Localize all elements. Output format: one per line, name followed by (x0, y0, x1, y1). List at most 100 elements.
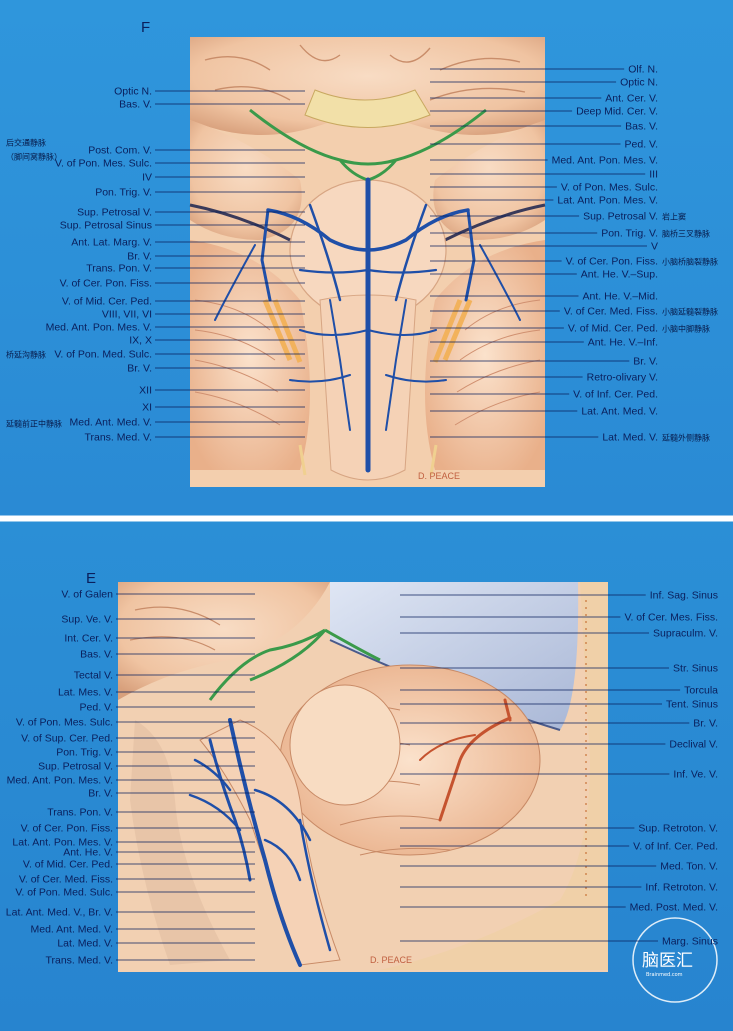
panel-f-left-label: VIII, VII, VI (102, 309, 152, 321)
panel-e-left-label: Med. Ant. Pon. Mes. V. (7, 775, 113, 787)
panel-e-right-label: V. of Cer. Mes. Fiss. (624, 612, 718, 624)
panel-f-right-label: Sup. Petrosal V. (583, 211, 658, 223)
panel-e-left-label: V. of Pon. Med. Sulc. (15, 887, 113, 899)
panel-f-cn-left-label: 后交通静脉 (6, 138, 46, 148)
panel-f-cn-left-label: （脚间窝静脉） (6, 152, 62, 162)
panel-e-left-label: V. of Mid. Cer. Ped. (23, 859, 113, 871)
panel-e-left-label: V. of Cer. Med. Fiss. (19, 874, 113, 886)
panel-e-right-label: Declival V. (669, 739, 718, 751)
panel-e-left-label: Bas. V. (80, 649, 113, 661)
panel-f-right-label: Ant. He. V.–Sup. (581, 269, 658, 281)
panel-e-right-label: Br. V. (693, 718, 718, 730)
panel-f-left-label: Bas. V. (119, 99, 152, 111)
panel-f-letter: F (141, 19, 150, 36)
panel-e-left-label: Tectal V. (74, 670, 113, 682)
frontal-lobes (190, 37, 545, 135)
panel-f-left-label: Br. V. (127, 363, 152, 375)
panel-f-left-label: Br. V. (127, 251, 152, 263)
panel-f-right-label: Ped. V. (625, 139, 658, 151)
panel-e-left-label: Ped. V. (80, 702, 113, 714)
panel-e-right-label: Supraculm. V. (653, 628, 718, 640)
panel-f-cn-right-label: 小脑延髓裂静脉 (662, 307, 718, 317)
panel-f-right-label: Bas. V. (625, 121, 658, 133)
panel-e-left-label: Trans. Pon. V. (47, 807, 113, 819)
panel-f-left-labels: Optic N.Bas. V.Post. Com. V.V. of Pon. M… (46, 86, 305, 444)
panel-f-right-label: Ant. He. V.–Mid. (583, 291, 658, 303)
panel-e-left-label: Lat. Ant. Pon. Mes. V. (12, 837, 113, 849)
panel-f-left-label: Post. Com. V. (88, 145, 152, 157)
panel-e-right-label: Inf. Retroton. V. (645, 882, 718, 894)
panel-f-right-label: Optic N. (620, 77, 658, 89)
panel-f-right-label: Deep Mid. Cer. V. (576, 106, 658, 118)
panel-f-left-label: XI (142, 402, 152, 414)
panel-e-left-label: V. of Galen (61, 589, 113, 601)
panel-e-left-label: V. of Pon. Mes. Sulc. (16, 717, 113, 729)
panel-e-left-label: Lat. Mes. V. (58, 687, 113, 699)
panel-f-left-label: Sup. Petrosal Sinus (60, 220, 152, 232)
panel-f-right-label: III (649, 169, 658, 181)
panel-f-cn-right-label: 脑桥三叉静脉 (662, 229, 710, 239)
panel-f-illustration (189, 37, 546, 487)
panel-e-signature: D. PEACE (370, 955, 412, 965)
panel-e-right-labels: Inf. Sag. Sinus V. of Cer. Mes. Fiss. Supr… (400, 590, 718, 948)
panel-f-cn-right-label: 延髓外侧静脉 (662, 433, 710, 443)
panel-f-right-label: V. of Cer. Med. Fiss. (564, 306, 658, 318)
panel-e-left-label: V. of Cer. Pon. Fiss. (21, 823, 113, 835)
panel-f-right-label: Lat. Ant. Pon. Mes. V. (557, 195, 658, 207)
panel-f-left-label: Trans. Med. V. (84, 432, 152, 444)
panel-e-left-label: Sup. Ve. V. (61, 614, 113, 626)
panel-e-left-label: V. of Sup. Cer. Ped. (21, 733, 113, 745)
panel-f-left-label: IX, X (129, 335, 152, 347)
panel-f-right-label: Ant. He. V.–Inf. (588, 337, 658, 349)
panel-e-left-label: Ant. He. V. (63, 847, 113, 859)
panel-f-left-label: V. of Pon. Med. Sulc. (54, 349, 152, 361)
panel-f-right-labels: Olf. N.Optic N. Ant. Cer. V.Deep Mid. Cer… (430, 64, 658, 444)
panel-f-left-label: IV (142, 172, 152, 184)
panel-f-signature: D. PEACE (418, 471, 460, 481)
panel-f-left-label: Trans. Pon. V. (86, 263, 152, 275)
panel-f-left-label: XII (139, 385, 152, 397)
panel-f-left-label: Pon. Trig. V. (95, 187, 152, 199)
panel-f-right-label: Lat. Med. V. (602, 432, 658, 444)
panel-f-right-label: Olf. N. (628, 64, 658, 76)
panel-e-right-label: Sup. Retroton. V. (638, 823, 718, 835)
panel-f-right-label: Pon. Trig. V. (601, 228, 658, 240)
panel-f-left-label: Ant. Lat. Marg. V. (71, 237, 152, 249)
panel-e-letter: E (86, 570, 96, 587)
panel-e-left-label: Br. V. (88, 788, 113, 800)
panel-f-right-label: V. of Cer. Pon. Fiss. (566, 256, 658, 268)
panel-e-right-label: Str. Sinus (673, 663, 718, 675)
panel-e-right-label: V. of Inf. Cer. Ped. (633, 841, 718, 853)
panel-e-right-label: Tent. Sinus (666, 699, 718, 711)
panel-e-left-label: Sup. Petrosal V. (38, 761, 113, 773)
panel-f-cn-left-label: 桥延沟静脉 (6, 350, 46, 360)
panel-f-right-label: Ant. Cer. V. (605, 93, 658, 105)
panel-e-left-label: Int. Cer. V. (64, 633, 113, 645)
watermark-ring (632, 917, 718, 1003)
panel-f-left-label: V. of Pon. Mes. Sulc. (55, 158, 152, 170)
panel-f-right-label: V. of Mid. Cer. Ped. (568, 323, 658, 335)
panel-f-right-label: Med. Ant. Pon. Mes. V. (552, 155, 658, 167)
panel-f-left-label: V. of Mid. Cer. Ped. (62, 296, 152, 308)
panel-f-right-label: V. of Pon. Mes. Sulc. (561, 182, 658, 194)
panel-f-cn-right-label: 小脑中脚静脉 (662, 324, 710, 334)
panel-f-right-label: Retro-olivary V. (587, 372, 658, 384)
panel-f-right-label: Br. V. (633, 356, 658, 368)
panel-f-left-label: Med. Ant. Pon. Mes. V. (46, 322, 152, 334)
panel-f-cn-right-label: 岩上窦 (662, 212, 686, 222)
panel-e-right-label: Med. Post. Med. V. (630, 902, 718, 914)
panel-f-left-label: Optic N. (114, 86, 152, 98)
panel-e-right-label: Inf. Sag. Sinus (650, 590, 718, 602)
panel-e-left-label: Med. Ant. Med. V. (31, 924, 114, 936)
panel-f-right-label: Lat. Ant. Med. V. (581, 406, 658, 418)
panel-f-left-label: Med. Ant. Med. V. (70, 417, 153, 429)
panel-f-cn-right-label: 小脑桥脑裂静脉 (662, 257, 718, 267)
panel-f-left-label: V. of Cer. Pon. Fiss. (60, 278, 152, 290)
panel-e-right-label: Torcula (684, 685, 718, 697)
panel-e-left-label: Lat. Ant. Med. V., Br. V. (6, 907, 113, 919)
